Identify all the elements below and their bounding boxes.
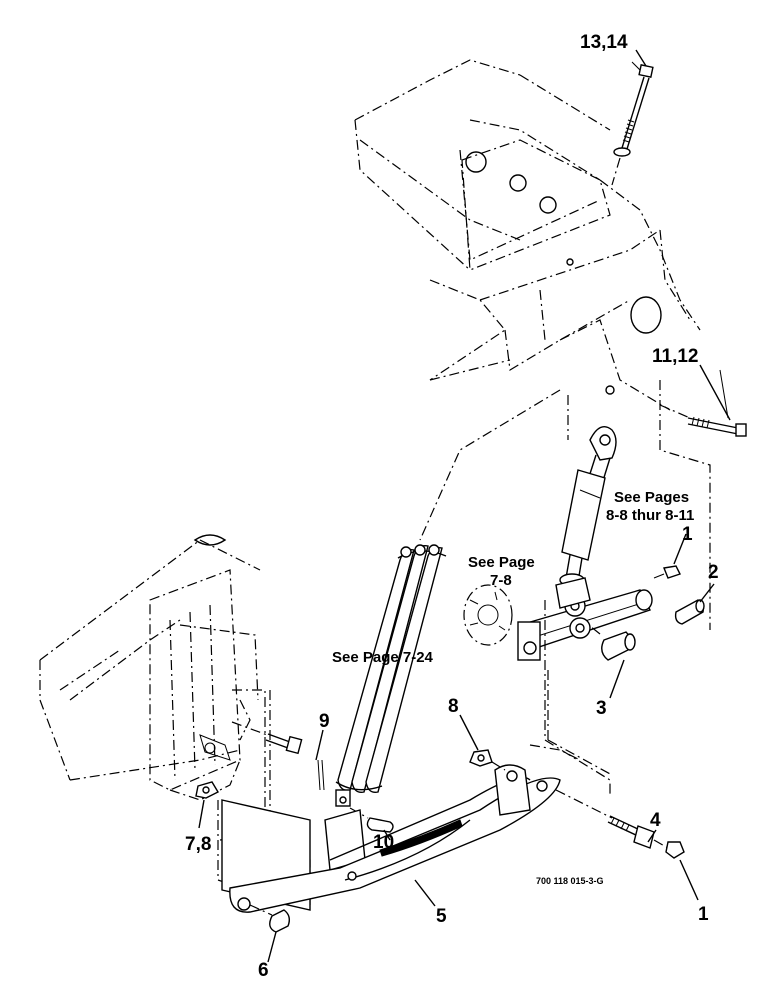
left-frame-section [39, 534, 261, 801]
callout-8: 8 [448, 696, 459, 717]
drawing-number: 700 118 015-3-G [536, 876, 604, 886]
bolt-11-12 [659, 369, 747, 437]
cylinder-stack [317, 544, 447, 807]
pin-3 [589, 625, 636, 661]
reference-see-page-7-8-line2: 7-8 [490, 572, 512, 589]
reference-see-pages-line2: 8-8 thur 8-11 [606, 507, 694, 524]
callout-arrows [198, 49, 731, 963]
callout-1-top: 1 [682, 524, 693, 545]
hydraulic-cylinder [559, 426, 617, 587]
callout-5: 5 [436, 906, 447, 927]
pin-2 [674, 599, 705, 625]
frame-plate [461, 139, 662, 395]
reference-see-page-7-8-line1: See Page [468, 554, 535, 571]
callout-10: 10 [373, 832, 394, 853]
callout-3: 3 [596, 698, 607, 719]
callout-1-bottom: 1 [698, 904, 709, 925]
assembly-leaders [419, 380, 711, 795]
nut-7-8 [195, 781, 219, 799]
callout-13-14: 13,14 [580, 32, 628, 53]
nut-1-top [653, 565, 681, 579]
lower-arm [229, 744, 581, 913]
callout-9: 9 [319, 711, 330, 732]
callout-7-8: 7,8 [185, 834, 211, 855]
nut-1-bottom [665, 841, 685, 859]
nut-8 [469, 749, 506, 771]
gearbox-assembly [463, 577, 653, 661]
callout-4: 4 [650, 810, 661, 831]
reference-see-page-7-24: See Page 7-24 [332, 649, 434, 666]
bushing-6 [249, 904, 291, 933]
bolt-4 [555, 789, 669, 849]
bolt-left [231, 721, 303, 755]
callout-2: 2 [708, 562, 719, 583]
main-frame-beam [354, 59, 701, 411]
reference-see-pages-line1: See Pages [614, 489, 689, 506]
callout-6: 6 [258, 960, 269, 981]
bolt-13-14 [611, 61, 654, 186]
pin-10 [349, 807, 394, 833]
callout-11-12: 11,12 [652, 346, 699, 367]
